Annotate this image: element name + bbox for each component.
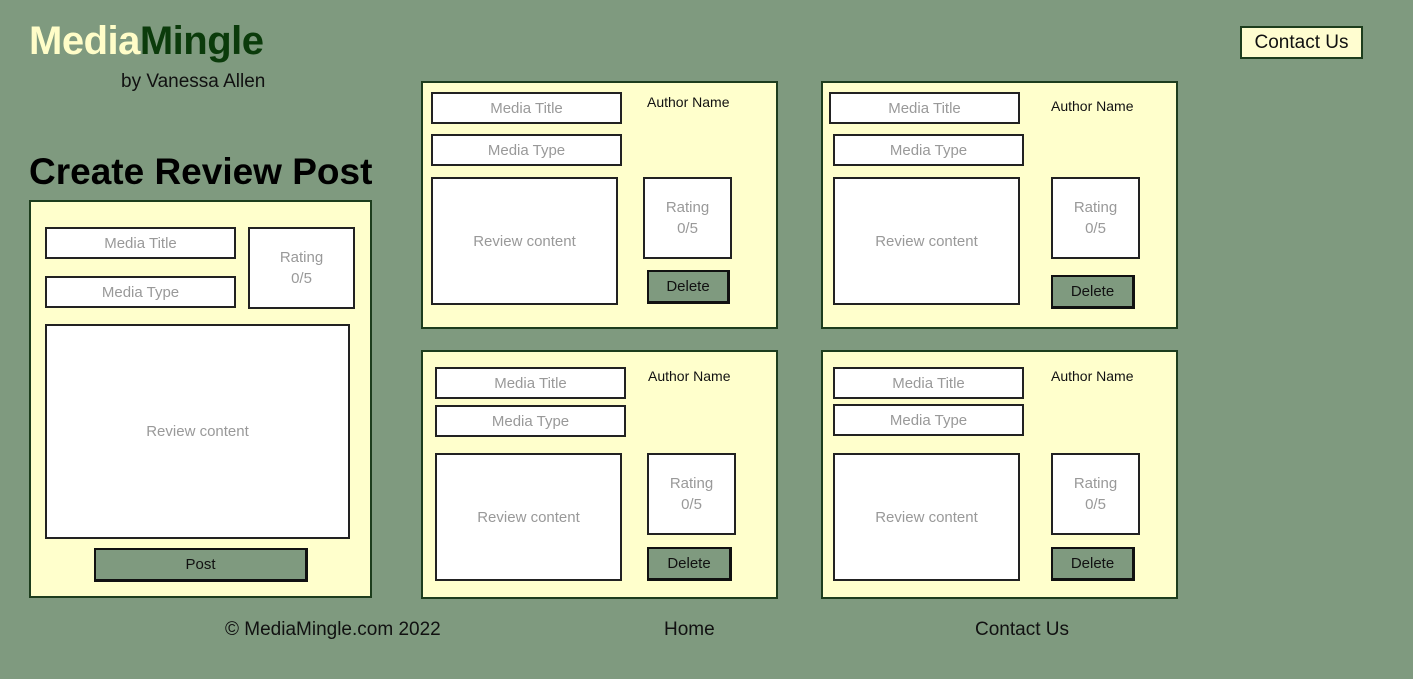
logo-part-mingle: Mingle [139,19,264,63]
delete-button[interactable]: Delete [647,547,732,581]
create-media-type-input[interactable]: Media Type [45,276,236,308]
footer-contact-link[interactable]: Contact Us [975,619,1069,640]
delete-button[interactable]: Delete [647,270,730,304]
logo-part-media: Media [29,19,140,63]
create-media-title-input[interactable]: Media Title [45,227,236,259]
byline: by Vanessa Allen [121,71,266,92]
card-review-content: Review content [431,177,618,305]
footer-copyright: © MediaMingle.com 2022 [225,619,441,640]
card-review-content: Review content [833,453,1020,581]
site-logo: MediaMingle [29,18,264,64]
card-media-type: Media Type [431,134,622,166]
card-rating: Rating 0/5 [1051,177,1140,259]
card-review-content: Review content [833,177,1020,305]
card-rating: Rating 0/5 [647,453,736,535]
card-author-name: Author Name [1051,368,1134,384]
post-button[interactable]: Post [94,548,308,582]
delete-button[interactable]: Delete [1051,547,1135,581]
contact-us-button[interactable]: Contact Us [1240,26,1363,59]
create-review-heading: Create Review Post [29,151,373,192]
card-author-name: Author Name [648,368,731,384]
card-rating: Rating 0/5 [643,177,732,259]
card-review-content: Review content [435,453,622,581]
card-media-title: Media Title [431,92,622,124]
card-media-title: Media Title [833,367,1024,399]
footer-home-link[interactable]: Home [664,619,715,640]
card-media-title: Media Title [435,367,626,399]
card-media-type: Media Type [833,404,1024,436]
card-author-name: Author Name [1051,98,1134,114]
create-rating-input[interactable]: Rating 0/5 [248,227,355,309]
card-media-type: Media Type [435,405,626,437]
card-media-type: Media Type [833,134,1024,166]
card-rating: Rating 0/5 [1051,453,1140,535]
card-author-name: Author Name [647,94,730,110]
create-review-content-input[interactable]: Review content [45,324,350,539]
card-media-title: Media Title [829,92,1020,124]
delete-button[interactable]: Delete [1051,275,1135,309]
